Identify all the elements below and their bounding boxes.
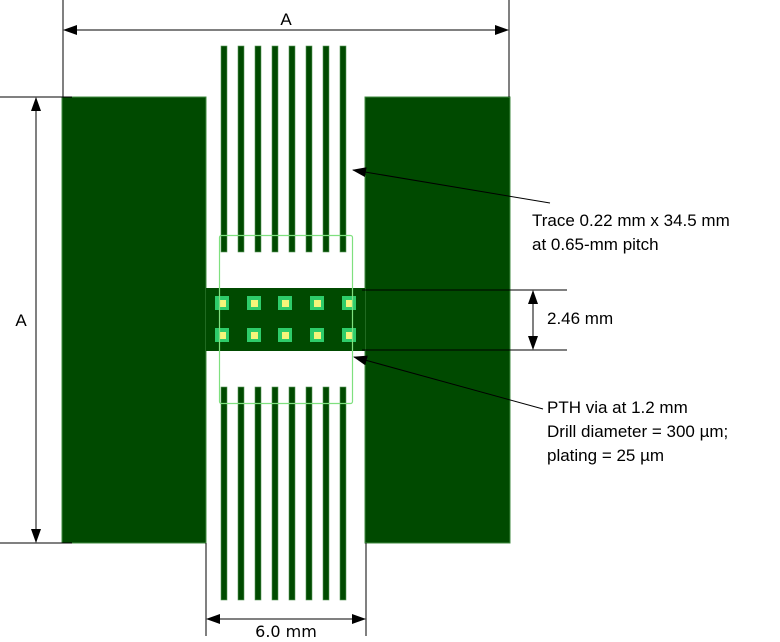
trace — [237, 45, 245, 253]
top-dimension-label: A — [280, 10, 292, 29]
gap-dimension-label: 6.0 mm — [255, 622, 317, 641]
trace — [305, 386, 313, 601]
via — [215, 328, 229, 342]
left-copper-plate — [61, 96, 207, 544]
trace — [254, 386, 262, 601]
trace — [254, 45, 262, 253]
trace — [305, 45, 313, 253]
trace — [220, 386, 228, 601]
right-copper-plate — [364, 96, 511, 544]
via-callout-line3: plating = 25 µm — [547, 446, 664, 465]
band-dimension: 2.46 mm — [362, 289, 613, 351]
left-dimension-label: A — [15, 311, 27, 330]
trace — [271, 45, 279, 253]
band-dimension-label: 2.46 mm — [547, 309, 613, 328]
left-dimension: A — [0, 96, 72, 544]
trace — [288, 45, 296, 253]
trace-callout-line2: at 0.65-mm pitch — [532, 235, 659, 254]
via — [247, 328, 261, 342]
gap-dimension: 6.0 mm — [205, 543, 367, 641]
via — [278, 328, 292, 342]
via — [215, 296, 229, 310]
trace — [339, 386, 347, 601]
trace — [271, 386, 279, 601]
trace-callout: Trace 0.22 mm x 34.5 mm at 0.65-mm pitch — [352, 167, 730, 254]
bottom-traces — [220, 386, 347, 601]
via-callout-line1: PTH via at 1.2 mm — [547, 398, 688, 417]
trace — [288, 386, 296, 601]
trace — [339, 45, 347, 253]
via-callout: PTH via at 1.2 mm Drill diameter = 300 µ… — [353, 355, 728, 465]
trace-callout-line1: Trace 0.22 mm x 34.5 mm — [532, 211, 730, 230]
trace — [220, 45, 228, 253]
via — [342, 328, 356, 342]
via — [278, 296, 292, 310]
copper-plane — [61, 96, 511, 544]
top-dimension: A — [62, 0, 510, 97]
top-traces — [220, 45, 347, 253]
trace — [322, 386, 330, 601]
trace — [237, 386, 245, 601]
region-outline — [218, 234, 354, 405]
via-callout-line2: Drill diameter = 300 µm; — [547, 422, 728, 441]
via — [310, 296, 324, 310]
trace — [322, 45, 330, 253]
via — [342, 296, 356, 310]
via — [310, 328, 324, 342]
via — [247, 296, 261, 310]
